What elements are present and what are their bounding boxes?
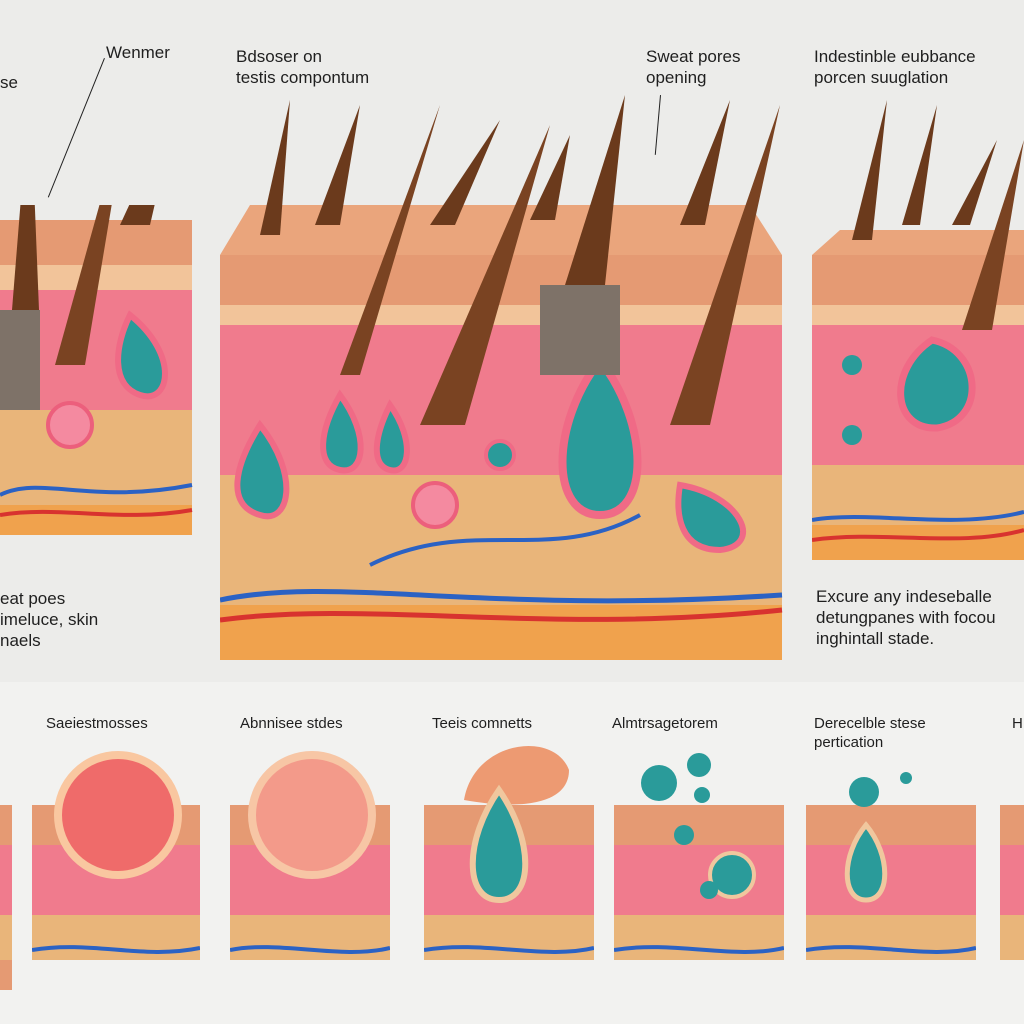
- skin-panel-right: [812, 100, 1024, 565]
- bottom-label-2: Abnnisee stdes: [240, 715, 343, 732]
- top-label-wenmer: Wenmer: [106, 43, 170, 62]
- bottom-label-4: Almtrsagetorem: [612, 715, 718, 732]
- stage-panel-6: [1000, 750, 1024, 990]
- skin-panel-center: [220, 95, 785, 660]
- leader-line-wenmer: [47, 58, 105, 198]
- right-caption: Excure any indeseballe detungpanes with …: [816, 587, 996, 648]
- top-label-sweat-pores: Sweat pores opening: [646, 47, 741, 87]
- stage-panel-3: [424, 730, 594, 990]
- bottom-label-6: H: [1012, 715, 1023, 732]
- bottom-label-3: Teeis comnetts: [432, 715, 533, 732]
- stage-panel-5: [806, 750, 976, 990]
- stage-panel-4: [614, 750, 784, 990]
- skin-panel-left: [0, 205, 195, 565]
- stage-panel-1: [32, 750, 200, 990]
- stage-panel-2: [230, 750, 390, 990]
- top-label-fragment: se: [0, 73, 18, 92]
- top-label-indestinble: Indestinble eubbance porcen suuglation: [814, 47, 976, 87]
- bottom-label-5: Derecelble stese pertication: [814, 715, 926, 751]
- top-label-bdsoser: Bdsoser on testis compontum: [236, 47, 370, 87]
- bottom-label-1: Saeiestmosses: [46, 715, 148, 732]
- left-caption: eat poes imeluce, skin naels: [0, 589, 99, 650]
- stage-panel-0: [0, 805, 12, 990]
